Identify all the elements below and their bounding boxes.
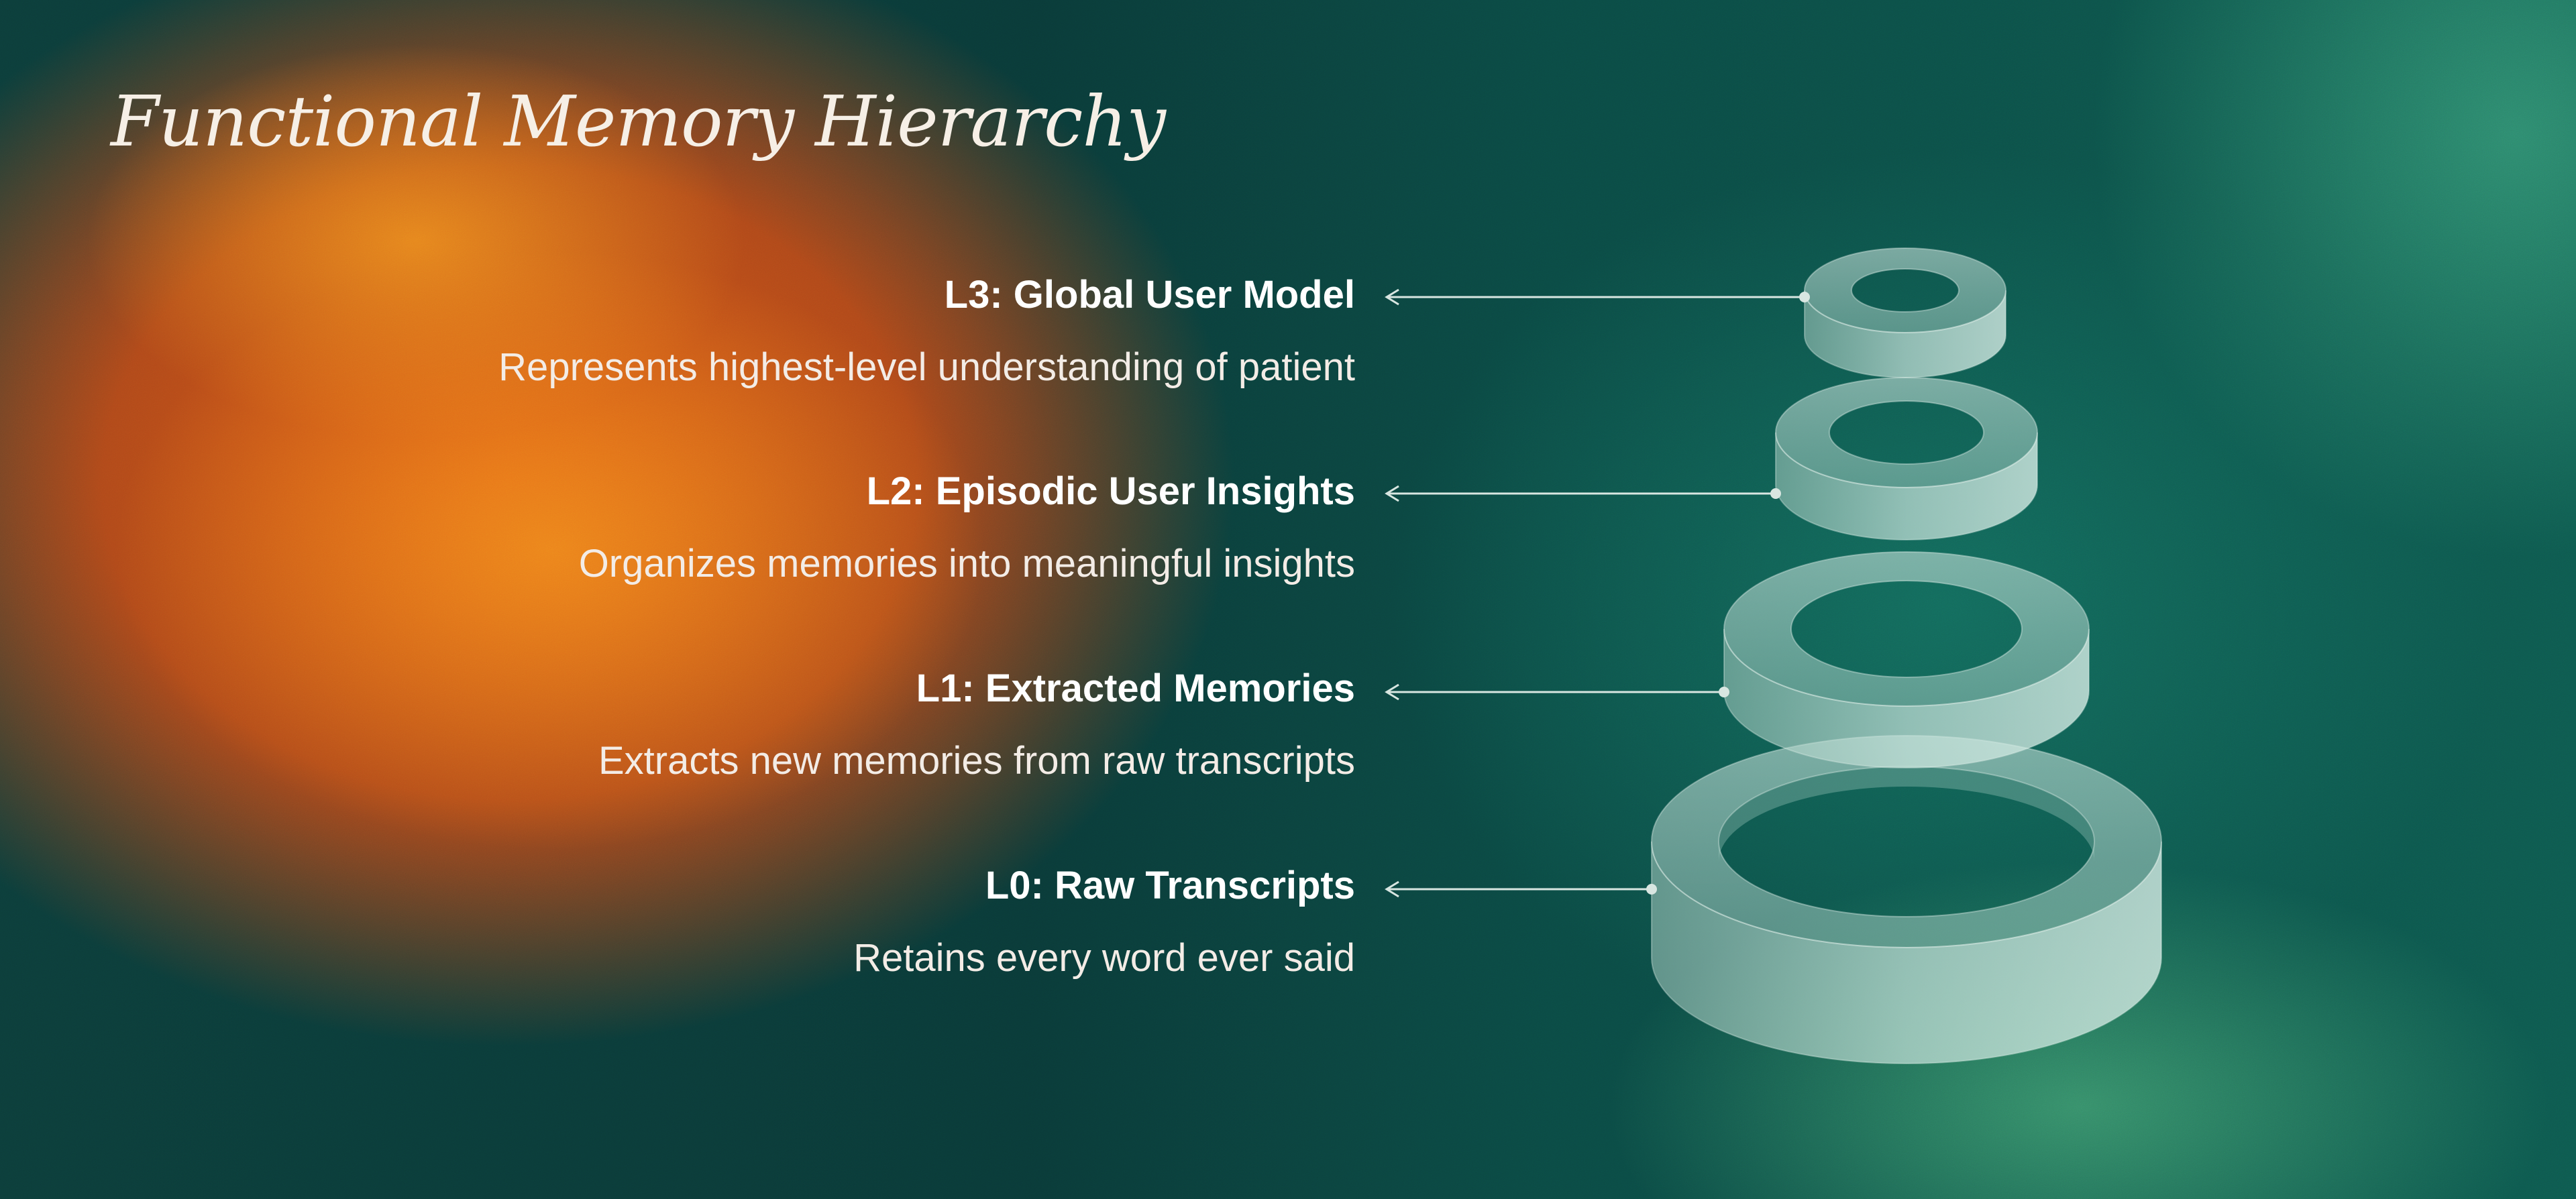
level-l2: L2: Episodic User Insights Organizes mem…: [579, 468, 1355, 587]
ring-l3: [1803, 247, 2007, 378]
level-l0-description: Retains every word ever said: [853, 936, 1355, 980]
level-l3-name: L3: Global User Model: [944, 273, 1355, 317]
level-l2-description: Organizes memories into meaningful insig…: [578, 542, 1355, 585]
level-l0-name: L0: Raw Transcripts: [985, 864, 1355, 907]
page-title: Functional Memory Hierarchy: [111, 80, 1166, 162]
ring-l1: [1723, 551, 2090, 768]
level-l2-name: L2: Episodic User Insights: [866, 469, 1355, 513]
level-l0: L0: Raw Transcripts Retains every word e…: [853, 862, 1355, 982]
connector-l1: [1385, 683, 1729, 701]
level-l1-name: L1: Extracted Memories: [916, 667, 1355, 710]
level-l3: L3: Global User Model Represents highest…: [498, 272, 1355, 391]
connector-l3: [1385, 288, 1810, 306]
connector-l2: [1385, 485, 1781, 502]
connector-l0: [1385, 880, 1657, 898]
ring-l0: [1650, 735, 2163, 1064]
ring-l2: [1774, 377, 2039, 540]
level-l1: L1: Extracted Memories Extracts new memo…: [598, 665, 1355, 785]
level-l1-description: Extracts new memories from raw transcrip…: [598, 739, 1355, 783]
level-l3-description: Represents highest-level understanding o…: [498, 345, 1355, 389]
